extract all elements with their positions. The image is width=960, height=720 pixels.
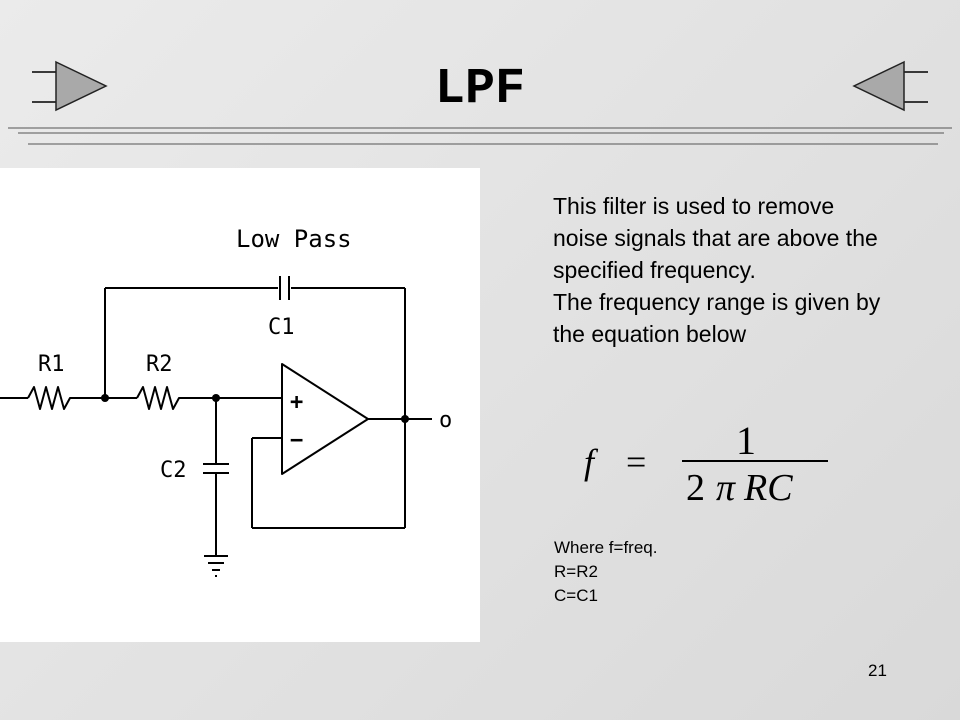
note-line-1: Where f=freq. bbox=[554, 538, 658, 557]
circuit-caption: Low Pass bbox=[236, 225, 352, 253]
label-minus: − bbox=[290, 428, 303, 453]
ground-icon bbox=[204, 555, 228, 577]
triangle-right-arrow-icon bbox=[32, 60, 108, 112]
description-paragraph-1: This filter is used to remove noise sign… bbox=[553, 193, 878, 283]
next-slide-button[interactable] bbox=[850, 60, 932, 112]
triangle-left-arrow-icon bbox=[852, 60, 928, 112]
cutoff-frequency-equation: f = 1 2 π RC bbox=[584, 418, 828, 508]
junction-dot bbox=[101, 394, 109, 402]
op-amp-symbol bbox=[281, 363, 369, 475]
slide-number: 21 bbox=[868, 661, 887, 680]
title-divider bbox=[8, 127, 952, 145]
label-output: o bbox=[439, 408, 452, 433]
description-text: This filter is used to remove noise sign… bbox=[553, 190, 883, 350]
label-c1: C1 bbox=[268, 315, 295, 340]
junction-dot bbox=[212, 394, 220, 402]
note-line-3: C=C1 bbox=[554, 586, 598, 605]
equation-lhs: f bbox=[584, 442, 599, 482]
label-r2: R2 bbox=[146, 352, 173, 377]
junction-dot bbox=[401, 415, 409, 423]
label-c2: C2 bbox=[160, 458, 187, 483]
equation-equals: = bbox=[626, 442, 646, 482]
equation-denominator-vars: RC bbox=[743, 467, 793, 508]
circuit-diagram: Low Pass C1 R1 R2 C2 + − o bbox=[0, 168, 480, 642]
label-plus: + bbox=[290, 390, 303, 415]
label-r1: R1 bbox=[38, 352, 65, 377]
equation-pi: π bbox=[716, 467, 736, 508]
prev-slide-button[interactable] bbox=[28, 60, 110, 112]
description-paragraph-2: The frequency range is given by the equa… bbox=[553, 289, 881, 347]
equation-numerator: 1 bbox=[736, 418, 756, 463]
slide-title: LPF bbox=[434, 61, 525, 118]
resistor-r2 bbox=[136, 386, 183, 410]
variable-notes: Where f=freq. R=R2 C=C1 bbox=[554, 536, 657, 608]
resistor-r1 bbox=[27, 386, 76, 410]
equation-denominator-const: 2 bbox=[686, 467, 705, 508]
note-line-2: R=R2 bbox=[554, 562, 598, 581]
